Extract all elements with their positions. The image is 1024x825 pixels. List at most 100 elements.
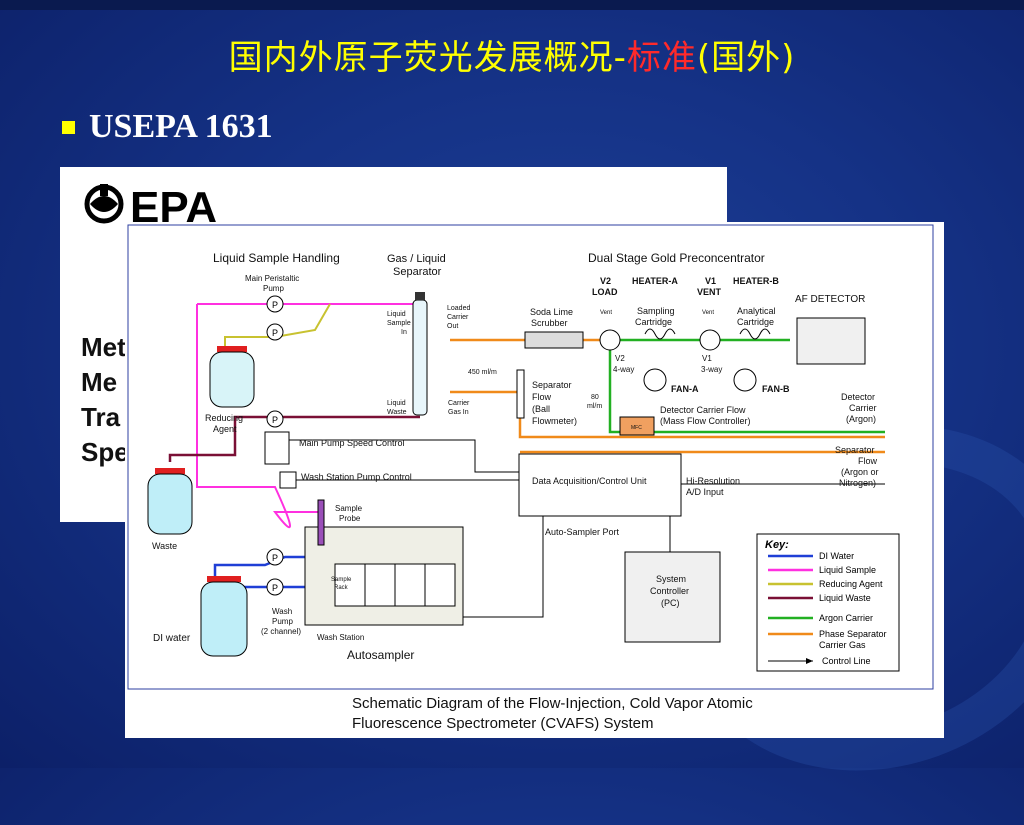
- label-sep-gas-1: Separator: [835, 445, 875, 455]
- diagram-frame: [127, 224, 934, 690]
- liquid-waste-line: [168, 415, 420, 462]
- label-hi-res-1: Hi-Resolution: [686, 476, 740, 486]
- valve-v2: [599, 329, 621, 351]
- label-cg-2: Gas In: [448, 409, 469, 416]
- label-scrubber: Scrubber: [531, 318, 568, 328]
- key-label-carrier-gas: Carrier Gas: [819, 640, 866, 650]
- label-lw-1: Liquid: [387, 400, 406, 407]
- label-af-detector: AF DETECTOR: [795, 294, 865, 305]
- peristaltic-pump: P P P: [266, 295, 284, 428]
- doc-line-4: Spe: [81, 437, 129, 467]
- label-carrier: Carrier: [447, 314, 469, 321]
- label-wash-station: Wash Station: [317, 633, 364, 642]
- label-3way: 3-way: [701, 365, 722, 374]
- label-sample-probe-2: Probe: [339, 514, 361, 523]
- label-agent: Agent: [213, 424, 237, 434]
- label-ls-in-3: In: [401, 329, 407, 336]
- system-controller-box: [624, 551, 721, 643]
- label-reducing: Reducing: [205, 413, 243, 423]
- label-v1-small: V1: [702, 354, 712, 363]
- label-analytical-cart: Cartridge: [737, 317, 774, 327]
- cvafs-schematic: P P P: [127, 224, 934, 690]
- label-load: LOAD: [592, 287, 618, 297]
- reducing-agent-bottle: [209, 346, 255, 408]
- gas-liquid-separator: [412, 292, 428, 416]
- label-lw-2: Waste: [387, 409, 407, 416]
- diagram-key: Key: DI Water Liquid Sample Reducing Age…: [756, 533, 900, 672]
- label-auto-sampler-port: Auto-Sampler Port: [545, 527, 620, 537]
- label-det-carrier-1: Detector: [841, 392, 875, 402]
- fan-a-icon: [643, 368, 667, 392]
- label-sep-gas-4: Nitrogen): [839, 478, 876, 488]
- doc-line-1: Met: [81, 332, 126, 362]
- key-label-liquid-sample: Liquid Sample: [819, 565, 876, 575]
- label-loaded: Loaded: [447, 305, 470, 312]
- key-label-liquid-waste: Liquid Waste: [819, 593, 871, 603]
- label-v2-small: V2: [615, 354, 625, 363]
- soda-lime-scrubber: [524, 331, 584, 349]
- pump-p-5: P: [272, 583, 278, 593]
- label-sampling-cart: Cartridge: [635, 317, 672, 327]
- label-sample-rack-2: Rack: [334, 585, 349, 591]
- label-sep-flow-4: Flowmeter): [532, 416, 577, 426]
- data-acquisition-box: [518, 453, 682, 517]
- main-pump-control-box: [264, 431, 290, 465]
- key-label-argon: Argon Carrier: [819, 613, 873, 623]
- caption-line-2: Fluorescence Spectrometer (CVAFS) System: [352, 715, 654, 732]
- label-waste: Waste: [152, 541, 177, 551]
- label-fan-b: FAN-B: [762, 384, 790, 394]
- square-bullet-icon: [62, 120, 75, 134]
- fan-b-icon: [733, 368, 757, 392]
- label-sep-flow-3: (Ball: [532, 404, 550, 414]
- top-bar: [0, 0, 1024, 10]
- schematic-panel: P P P: [125, 222, 944, 738]
- label-dual-stage: Dual Stage Gold Preconcentrator: [588, 251, 765, 265]
- label-450: 450 ml/m: [468, 369, 497, 376]
- di-water-bottle: [200, 576, 248, 657]
- label-main-pump-2: Pump: [263, 284, 284, 293]
- af-detector-box: [796, 317, 866, 365]
- label-sep-gas-2: Flow: [858, 456, 878, 466]
- pump-p-2: P: [272, 328, 278, 338]
- label-wash-pump-1: Wash: [272, 607, 292, 616]
- key-title: Key:: [765, 539, 789, 551]
- label-ls-in-1: Liquid: [387, 311, 406, 318]
- ball-flowmeter: [516, 369, 525, 419]
- pump-p-4: P: [272, 553, 278, 563]
- label-sample-probe-1: Sample: [335, 504, 363, 513]
- label-det-flow-2: (Mass Flow Controller): [660, 416, 751, 426]
- label-sampling: Sampling: [637, 306, 675, 316]
- label-heater-b: HEATER-B: [733, 276, 779, 286]
- key-label-reducing-agent: Reducing Agent: [819, 579, 883, 589]
- valve-v1: [699, 329, 721, 351]
- label-hi-res-2: A/D Input: [686, 487, 724, 497]
- document-title-fragment: Met Me Tra Spe: [81, 330, 129, 470]
- label-sys-ctrl-3: (PC): [661, 598, 680, 608]
- label-out: Out: [447, 323, 458, 330]
- label-fan-a: FAN-A: [671, 384, 699, 394]
- key-label-control-line: Control Line: [822, 656, 871, 666]
- analytical-cartridge: [739, 328, 771, 340]
- control-lines: [289, 439, 885, 618]
- label-sep-flow-2: Flow: [532, 392, 552, 402]
- key-label-di-water: DI Water: [819, 551, 854, 561]
- label-sep-gas-3: (Argon or: [841, 467, 879, 477]
- label-data-acq: Data Acquisition/Control Unit: [532, 476, 647, 486]
- label-liquid-sample-handling: Liquid Sample Handling: [213, 251, 340, 265]
- doc-line-2: Me: [81, 367, 118, 397]
- pump-p-3: P: [272, 415, 278, 425]
- label-vent-2: Vent: [702, 310, 714, 316]
- label-soda-lime: Soda Lime: [530, 307, 573, 317]
- label-det-flow-1: Detector Carrier Flow: [660, 405, 746, 415]
- title-main: 国内外原子荧光发展概况-: [228, 38, 627, 78]
- label-gas-liquid-1: Gas / Liquid: [387, 253, 446, 265]
- label-sep-flow-1: Separator: [532, 380, 572, 390]
- label-mfc: MFC: [631, 425, 642, 431]
- label-ls-in-2: Sample: [387, 320, 411, 327]
- label-gas-liquid-2: Separator: [393, 266, 442, 278]
- label-wash-pump-3: (2 channel): [261, 627, 301, 636]
- label-80: 80: [591, 394, 599, 401]
- key-label-phase-separator: Phase Separator: [819, 629, 887, 639]
- pump-p-1: P: [272, 300, 278, 310]
- label-v1: V1: [705, 276, 716, 286]
